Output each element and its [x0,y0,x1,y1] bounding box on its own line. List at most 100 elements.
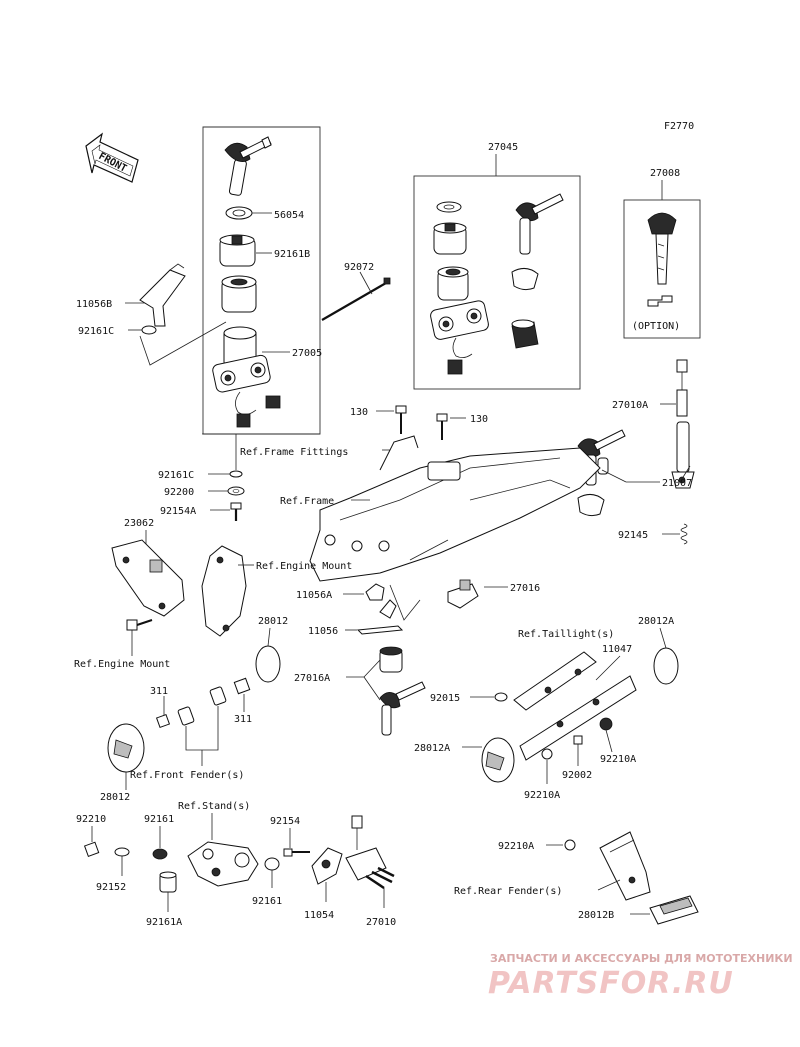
switch-bracket-11054 [311,847,343,885]
lock-27016A [379,646,426,736]
label-92154: 92154 [270,816,300,827]
label-92161C-top: 92161C [78,326,114,337]
label-23062: 23062 [124,518,154,529]
diagram-code: F2770 [664,121,694,132]
label-11056: 11056 [308,626,338,637]
label-92015: 92015 [430,693,460,704]
label-56054: 56054 [274,210,304,221]
lock-27016 [447,579,479,609]
lock-set-box [413,175,581,390]
label-27016: 27016 [510,583,540,594]
reflector-28012A-top [653,647,679,685]
washer-92152 [114,847,130,857]
ref-frame-fittings: Ref.Frame Fittings [240,447,348,458]
label-92161A: 92161A [146,917,182,928]
label-92210: 92210 [76,814,106,825]
bolt-ref-engine-mount [126,619,153,631]
label-28012-bottom: 28012 [100,792,130,803]
label-27005: 27005 [292,348,322,359]
ignition-switch-body [212,326,281,428]
nut-92210A-low [564,839,576,851]
bushing-92161A [159,871,177,893]
reflector-28012B [649,895,699,925]
cylinder-21007 [577,421,695,517]
stand-bracket-ref [187,841,259,887]
label-28012-top: 28012 [258,616,288,627]
lock-cylinder [221,275,257,313]
label-130-b: 130 [470,414,488,425]
label-27010: 27010 [366,917,396,928]
option-key-box: (OPTION) [623,199,701,339]
label-92210A-right: 92210A [600,754,636,765]
switch-27010 [345,815,395,890]
label-27010A: 27010A [612,400,648,411]
label-28012A-mid: 28012A [414,743,450,754]
ref-taillight: Ref.Taillight(s) [518,629,614,640]
frame-ref [309,435,601,582]
label-11056B: 11056B [76,299,112,310]
ref-engine-mount-top: Ref.Engine Mount [256,561,352,572]
nut-92210A-mid [541,748,553,760]
bolt-130-b [436,413,448,440]
reflector-28012A-mid [481,737,515,783]
bracket-23062 [111,539,185,617]
bolt-92002 [573,735,583,745]
label-21007: 21007 [662,478,692,489]
spacer [177,686,227,726]
ref-frame: Ref.Frame [280,496,334,507]
washer-92161C [229,470,243,478]
key-icon [647,212,677,235]
nut-92015 [494,692,508,702]
label-92210A-low: 92210A [498,841,534,852]
bracket-11056B [139,263,186,327]
label-92002: 92002 [562,770,592,781]
label-92152: 92152 [96,882,126,893]
label-92161B: 92161B [274,249,310,260]
ref-rear-fender: Ref.Rear Fender(s) [454,886,562,897]
bolt-92154A [230,502,242,521]
label-311-b: 311 [234,714,252,725]
bushing-92161 [152,848,168,860]
washer-92161C-top [141,325,157,335]
key-icon [224,136,272,196]
label-92161: 92161 [144,814,174,825]
spring-92145 [680,523,688,545]
taillight-bracket-11047 [513,651,637,761]
rear-fender-ref [599,831,651,901]
nut-311-a [155,713,171,729]
watermark-brand: PARTSFOR.RU [488,966,734,1001]
nut-92210A-right [599,717,613,731]
label-28012B: 28012B [578,910,614,921]
ref-engine-mount-bottom: Ref.Engine Mount [74,659,170,670]
nut-311-b [233,677,251,695]
label-92072: 92072 [344,262,374,273]
label-92210A-mid: 92210A [524,790,560,801]
label-92161-low: 92161 [252,896,282,907]
ref-front-fender: Ref.Front Fender(s) [130,770,244,781]
label-92161C-mid: 92161C [158,470,194,481]
label-11056A: 11056A [296,590,332,601]
label-27045: 27045 [488,142,518,153]
watermark-tagline: ЗАПЧАСТИ И АКСЕССУАРЫ ДЛЯ МОТОТЕХНИКИ [490,952,793,965]
label-311-a: 311 [150,686,168,697]
label-130-a: 130 [350,407,368,418]
ref-stand: Ref.Stand(s) [178,801,250,812]
engine-mount-ref [201,545,247,637]
nut-92210 [83,841,100,857]
lock-rod-27010A [676,359,688,417]
label-92154A: 92154A [160,506,196,517]
label-11054: 11054 [304,910,334,921]
option-label: (OPTION) [632,321,680,332]
ignition-switch-box [202,126,321,435]
label-27008: 27008 [650,168,680,179]
label-27016A: 27016A [294,673,330,684]
bolt-130-a [395,405,407,434]
cap-92161B [219,234,256,267]
reflector-28012-bottom [107,723,145,773]
front-arrow-icon: FRONT [85,132,139,183]
label-92200: 92200 [164,487,194,498]
bracket-11056A [365,583,385,601]
bolt-92154 [283,848,310,857]
bracket-11056 [356,599,404,635]
